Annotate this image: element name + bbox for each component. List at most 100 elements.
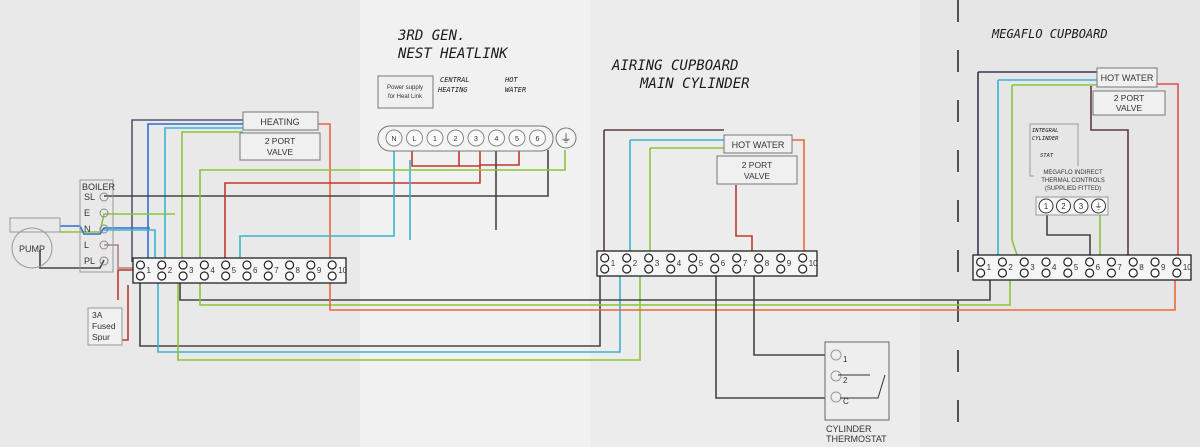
terminal-screw xyxy=(776,253,786,263)
thermostat-label-1: CYLINDER xyxy=(826,424,872,434)
central-heating-1: CENTRAL xyxy=(440,76,470,84)
heatlink-terminal xyxy=(447,129,464,147)
thermostat-terminal-label: 2 xyxy=(843,376,848,385)
hw-valve-head xyxy=(723,134,793,154)
airing-title-1: AIRING CUPBOARD xyxy=(611,58,738,74)
heating-valve-label: HEATING xyxy=(260,117,299,127)
wire-link-mega-green xyxy=(199,258,1011,306)
terminal-screw xyxy=(754,264,764,274)
terminal-screw xyxy=(1063,257,1073,267)
terminal-screw xyxy=(306,260,316,270)
power-supply-box xyxy=(377,75,434,109)
terminal-number: 3 xyxy=(189,266,194,275)
terminal-screw xyxy=(666,253,676,263)
terminal-screw xyxy=(666,264,676,274)
heatlink-terminal xyxy=(385,129,403,147)
terminal-screw xyxy=(157,260,167,270)
hot-water-valve-megaflo: HOT WATER 2 PORT VALVE xyxy=(1092,67,1166,116)
central-heating-2: HEATING xyxy=(437,86,468,94)
terminal-number: 6 xyxy=(253,266,258,275)
heating-valve-head xyxy=(242,111,319,131)
terminal-number: 9 xyxy=(317,266,322,275)
terminal-screw xyxy=(732,264,742,274)
terminal-screw xyxy=(178,271,188,281)
terminal-screw xyxy=(997,257,1008,267)
terminal-screw xyxy=(327,260,337,270)
terminal-number: 7 xyxy=(1117,263,1122,272)
terminal-number: 10 xyxy=(338,266,347,275)
fused-spur-box xyxy=(87,307,123,346)
nest-heatlink: Power supply for Heat Link CENTRAL HEATI… xyxy=(377,75,577,152)
hot-water-valve-airing: HOT WATER 2 PORT VALVE xyxy=(716,134,798,185)
terminal-number: 6 xyxy=(1096,263,1101,272)
terminal-number: 1 xyxy=(987,263,992,272)
terminal-number: 1 xyxy=(146,266,151,275)
mega-valve-body-1: 2 PORT xyxy=(1114,93,1145,103)
terminal-screw xyxy=(1172,268,1182,278)
terminal-number: 9 xyxy=(1161,263,1166,272)
controls-terminal xyxy=(1056,198,1071,214)
boiler-terminal xyxy=(99,208,109,218)
wire-hw-brown xyxy=(603,129,724,252)
terminal-screw xyxy=(997,268,1008,278)
terminal-screw xyxy=(1106,268,1117,278)
boiler-terminal xyxy=(99,256,109,266)
terminal-screw xyxy=(284,260,295,270)
earth-icon: ⏚ xyxy=(561,132,572,145)
terminal-screw xyxy=(221,271,231,281)
integral-stat-3: STAT xyxy=(1040,153,1054,159)
terminal-number: 5 xyxy=(699,259,704,268)
wire-heatlink-n xyxy=(239,150,395,262)
terminal-screw xyxy=(199,271,209,281)
terminal-number: 4 xyxy=(677,259,682,268)
terminal-screw xyxy=(732,253,742,263)
terminal-screw xyxy=(710,264,720,274)
controls-title-2: THERMAL CONTROLS xyxy=(1041,178,1104,184)
controls-title-1: MEGAFLO INDIRECT xyxy=(1043,170,1103,176)
wire-spur-live xyxy=(117,269,134,341)
terminal-screw xyxy=(776,264,786,274)
wire-hw-green xyxy=(649,147,724,252)
controls-label-bg xyxy=(1034,166,1112,194)
terminal-screw xyxy=(1172,257,1182,267)
terminal-screw xyxy=(263,271,273,281)
hot-water-1: HOT xyxy=(504,76,518,84)
terminal-screw xyxy=(242,271,252,281)
heatlink-terminal xyxy=(467,129,485,147)
terminal-screw xyxy=(157,271,167,281)
terminal-number: 5 xyxy=(232,266,237,275)
terminal-number: 3 xyxy=(1030,263,1035,272)
heatlink-terminal xyxy=(406,129,423,147)
terminal-number: 7 xyxy=(274,266,279,275)
thermostat-terminal-label: 1 xyxy=(843,355,848,364)
heatlink-terminal-label: 6 xyxy=(536,136,540,143)
wire-cyan-heating xyxy=(164,127,243,262)
power-supply-2: for Heat Link xyxy=(388,94,423,100)
mega-valve-body-2: VALVE xyxy=(1116,103,1142,113)
boiler-terminal-label: N xyxy=(84,224,91,234)
wire-hw-red xyxy=(735,185,753,252)
terminal-screw xyxy=(1128,257,1138,267)
hw-valve-body-2: VALVE xyxy=(744,171,770,181)
airing-title-2: MAIN CYLINDER xyxy=(639,76,750,92)
mega-valve-body xyxy=(1092,90,1166,116)
wire-stat-1 xyxy=(753,275,840,356)
controls-terminal-label: ⏚ xyxy=(1095,202,1103,211)
terminal-number: 1 xyxy=(611,259,616,268)
controls-terminal-label: 2 xyxy=(1061,202,1066,211)
heating-valve-body-1: 2 PORT xyxy=(265,136,296,146)
wire-link-green xyxy=(177,255,641,361)
terminal-screw xyxy=(284,271,295,281)
boiler-title: BOILER xyxy=(82,182,116,192)
boiler-terminal-label: E xyxy=(84,208,90,218)
terminal-screw xyxy=(622,253,632,263)
wires xyxy=(39,71,1179,399)
wire-heatlink-live xyxy=(224,150,481,262)
terminal-screw xyxy=(754,253,764,263)
hot-water-2: WATER xyxy=(505,86,526,94)
terminal-screw xyxy=(1019,257,1029,267)
terminal-screw xyxy=(798,264,808,274)
